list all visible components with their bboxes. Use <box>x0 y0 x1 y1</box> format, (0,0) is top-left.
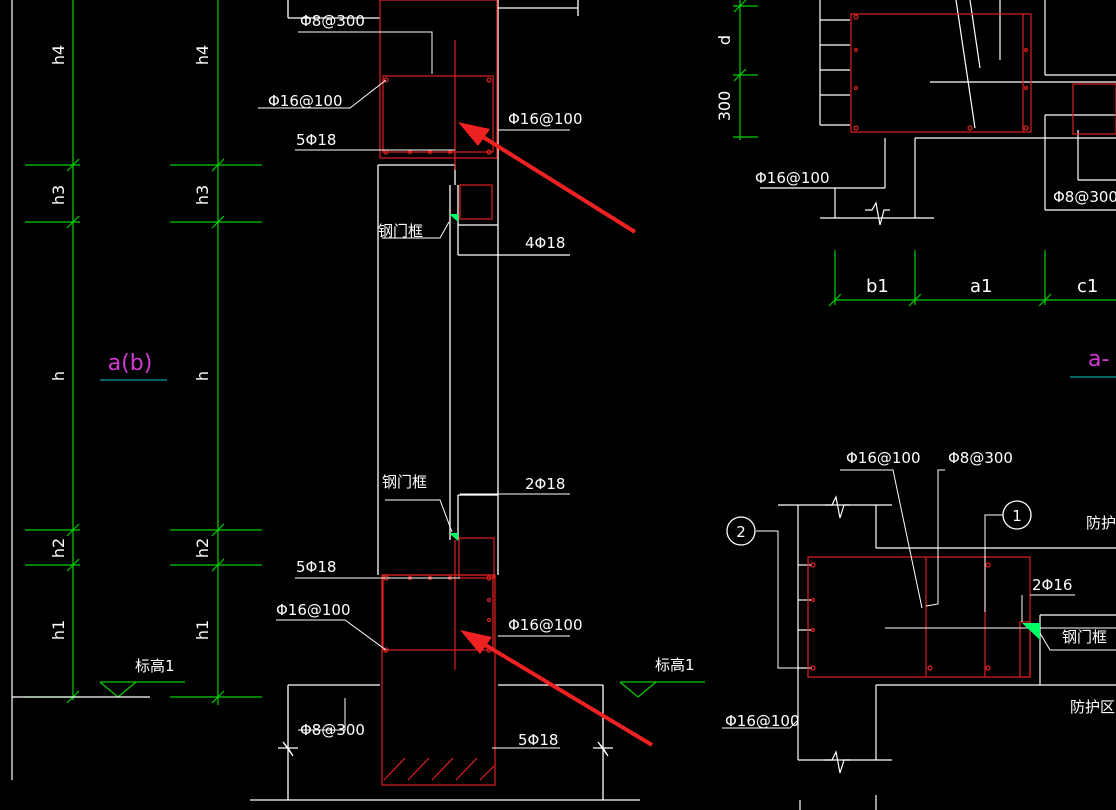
top-right-dimensions <box>733 0 1116 307</box>
label-phi16-100-bottom-right: Φ16@100 <box>508 616 583 634</box>
door-frame-marker-top <box>449 214 458 222</box>
label-steel-door-frame-bottom: 钢门框 <box>382 473 427 491</box>
dim-label-a1: a1 <box>970 276 992 297</box>
callout-circle-2: 2 <box>726 516 756 546</box>
dim-label-h2-2: h2 <box>193 538 212 558</box>
callout-circle-1: 1 <box>1002 500 1032 530</box>
dim-label-h3: h3 <box>49 185 68 205</box>
dim-label-h1-2: h1 <box>193 620 212 640</box>
label-5phi18-bottom: 5Φ18 <box>518 731 558 749</box>
label-4phi18: 4Φ18 <box>525 234 565 252</box>
label-phi8-300-topright: Φ8@300 <box>1053 188 1116 206</box>
break-marks <box>278 741 613 757</box>
dim-label-b1: b1 <box>866 276 889 297</box>
section-label-a-b: a(b) <box>108 351 153 376</box>
dim-label-h1: h1 <box>49 620 68 640</box>
label-steel-door-frame-right: 钢门框 <box>1062 628 1107 646</box>
label-phi16-100-top-left: Φ16@100 <box>268 92 343 110</box>
elevation-marker-left <box>12 681 185 698</box>
label-protect-zone-top: 防护区 <box>1086 514 1116 532</box>
dim-label-300: 300 <box>715 91 734 122</box>
rebar-cage-bottom <box>381 537 496 786</box>
label-phi8-300-bottom: Φ8@300 <box>300 721 365 739</box>
door-frame-marker-bottom <box>449 533 458 541</box>
red-arrows <box>458 122 654 747</box>
dim-label-h4: h4 <box>49 45 68 65</box>
elevation-label-left: 标高1 <box>135 657 175 675</box>
elevation-label-right: 标高1 <box>655 656 695 674</box>
dim-label-h-2: h <box>193 371 212 381</box>
label-protect-zone-bottom: 防护区内 <box>1070 698 1116 716</box>
dim-label-h: h <box>49 371 68 381</box>
dim-label-h3-2: h3 <box>193 185 212 205</box>
dim-label-c1: c1 <box>1077 276 1098 297</box>
bottom-right-leaders <box>722 469 1116 729</box>
label-phi16-100-topright: Φ16@100 <box>755 169 830 187</box>
label-phi16-100-bottom-left: Φ16@100 <box>276 601 351 619</box>
label-phi16-100-bottomright: Φ16@100 <box>846 449 921 467</box>
dim-label-h2: h2 <box>49 538 68 558</box>
top-right-rebar <box>850 13 1116 135</box>
dim-label-h4-2: h4 <box>193 45 212 65</box>
door-frame-marker-right <box>1022 623 1040 640</box>
label-phi8-300-bottomright: Φ8@300 <box>948 449 1013 467</box>
label-5phi18-mid: 5Φ18 <box>296 558 336 576</box>
label-phi16-100-top-right: Φ16@100 <box>508 110 583 128</box>
bottom-right-rebar <box>807 556 1031 678</box>
section-label-a-dash: a- <box>1088 347 1109 372</box>
dimension-chain-middle <box>170 0 262 705</box>
label-phi8-300-top: Φ8@300 <box>300 12 365 30</box>
bottom-right-outline <box>778 495 1116 810</box>
label-2phi18: 2Φ18 <box>525 475 565 493</box>
label-2phi16: 2Φ16 <box>1032 576 1072 594</box>
dimension-chain-left <box>25 0 80 704</box>
leader-lines-center <box>258 31 570 749</box>
callout-label-2: 2 <box>736 523 746 541</box>
callout-label-1: 1 <box>1012 507 1022 525</box>
wall-outline <box>250 0 640 801</box>
label-phi16-100-bottomright-2: Φ16@100 <box>725 712 800 730</box>
label-5phi18-top: 5Φ18 <box>296 131 336 149</box>
elevation-marker-right <box>619 681 705 698</box>
label-steel-door-frame-top: 钢门框 <box>378 222 423 240</box>
dim-label-d: d <box>715 35 734 45</box>
rebar-cage-top <box>379 0 498 220</box>
